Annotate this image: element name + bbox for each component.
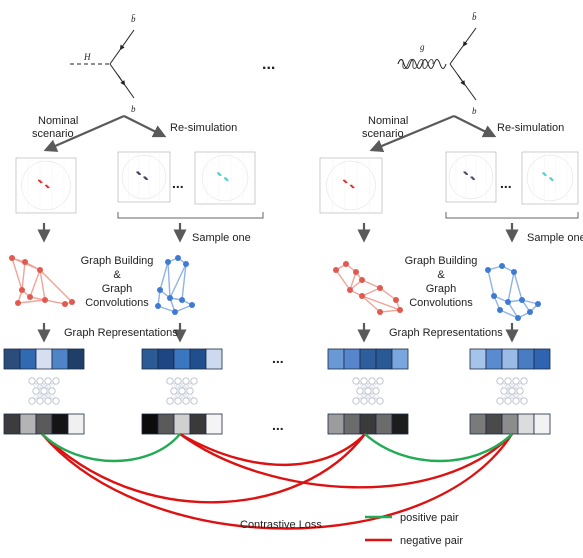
negative-pair-curve — [179, 433, 513, 489]
graph-resim-right — [485, 263, 541, 321]
event-display-plots — [15, 151, 579, 214]
ellipsis-projections: ... — [272, 417, 284, 433]
projection-net-3 — [352, 377, 384, 405]
graph-representations-left: Graph Representations — [64, 327, 178, 339]
resim-brackets — [117, 212, 579, 219]
pair-curves — [41, 432, 514, 530]
ellipsis-top: ... — [262, 56, 275, 73]
bbar-label: b̄ — [131, 14, 136, 24]
vector-projection-3 — [327, 413, 409, 435]
feynman-diagram-higgs: H b̄ b — [70, 14, 136, 114]
plot-nominal-right — [319, 157, 383, 214]
bbar-label-right: b̄ — [472, 12, 477, 22]
legend-negative-label: negative pair — [400, 535, 463, 547]
vector-representation-2 — [141, 348, 223, 370]
projection-net-1 — [28, 377, 60, 405]
resim-label-left: Re-simulation — [170, 122, 237, 134]
legend: positive pair negative pair — [365, 512, 463, 547]
representation-vectors — [3, 348, 551, 435]
svg-text:Convolutions: Convolutions — [85, 297, 149, 309]
ellipsis-vectors: ... — [272, 350, 284, 366]
projection-net-2 — [166, 377, 198, 405]
graph-nominal-left — [9, 255, 75, 307]
negative-pair-curve — [41, 433, 514, 530]
positive-pair-curve — [364, 433, 513, 463]
higgs-label: H — [83, 52, 91, 62]
plot-nominal-left — [15, 157, 77, 214]
ellipsis-plots-left: ... — [172, 175, 184, 191]
branch-arrows — [43, 114, 497, 153]
plot-resim-right-1 — [445, 151, 497, 203]
svg-text:&: & — [113, 269, 121, 281]
svg-text:Graph: Graph — [102, 283, 133, 295]
graph-representations-right: Graph Representations — [389, 327, 503, 339]
sample-one-left: Sample one — [192, 232, 251, 244]
vector-projection-4 — [469, 413, 551, 435]
vector-projection-2 — [141, 413, 223, 435]
svg-text:&: & — [437, 269, 445, 281]
resim-label-right: Re-simulation — [497, 122, 564, 134]
graph-nominal-right — [333, 261, 403, 315]
vector-representation-1 — [3, 348, 85, 370]
down-arrows-row2 — [37, 323, 519, 343]
vector-representation-3 — [327, 348, 409, 370]
b-label-right: b — [472, 106, 477, 116]
plot-resim-right-2 — [521, 151, 579, 205]
graphs — [9, 255, 541, 321]
projection-networks — [28, 377, 528, 405]
gluon-label: g — [420, 42, 425, 52]
vector-representation-4 — [469, 348, 551, 370]
graph-building-label-right: Graph Building & Graph Convolutions — [405, 255, 478, 309]
negative-pair-curve — [41, 433, 366, 504]
svg-text:Graph: Graph — [426, 283, 457, 295]
positive-pair-curve — [41, 433, 181, 463]
feynman-diagram-gluon: g b̄ b — [397, 12, 477, 116]
legend-positive-label: positive pair — [400, 512, 459, 524]
graph-resim-left — [155, 255, 195, 315]
svg-text:Graph Building: Graph Building — [405, 255, 478, 267]
ellipsis-plots-right: ... — [500, 175, 512, 191]
graph-building-label-left: Graph Building & Graph Convolutions — [81, 255, 154, 309]
projection-net-4 — [496, 377, 528, 405]
negative-pair-curve — [179, 432, 366, 467]
b-label: b — [131, 104, 136, 114]
down-arrows-row1 — [37, 223, 519, 243]
svg-text:Graph Building: Graph Building — [81, 255, 154, 267]
plot-resim-left-2 — [194, 151, 256, 205]
sample-one-right: Sample one — [527, 232, 583, 244]
svg-text:Convolutions: Convolutions — [409, 297, 473, 309]
plot-resim-left-1 — [117, 151, 171, 203]
contrastive-loss-label: Contrastive Loss — [240, 519, 322, 531]
vector-projection-1 — [3, 413, 85, 435]
